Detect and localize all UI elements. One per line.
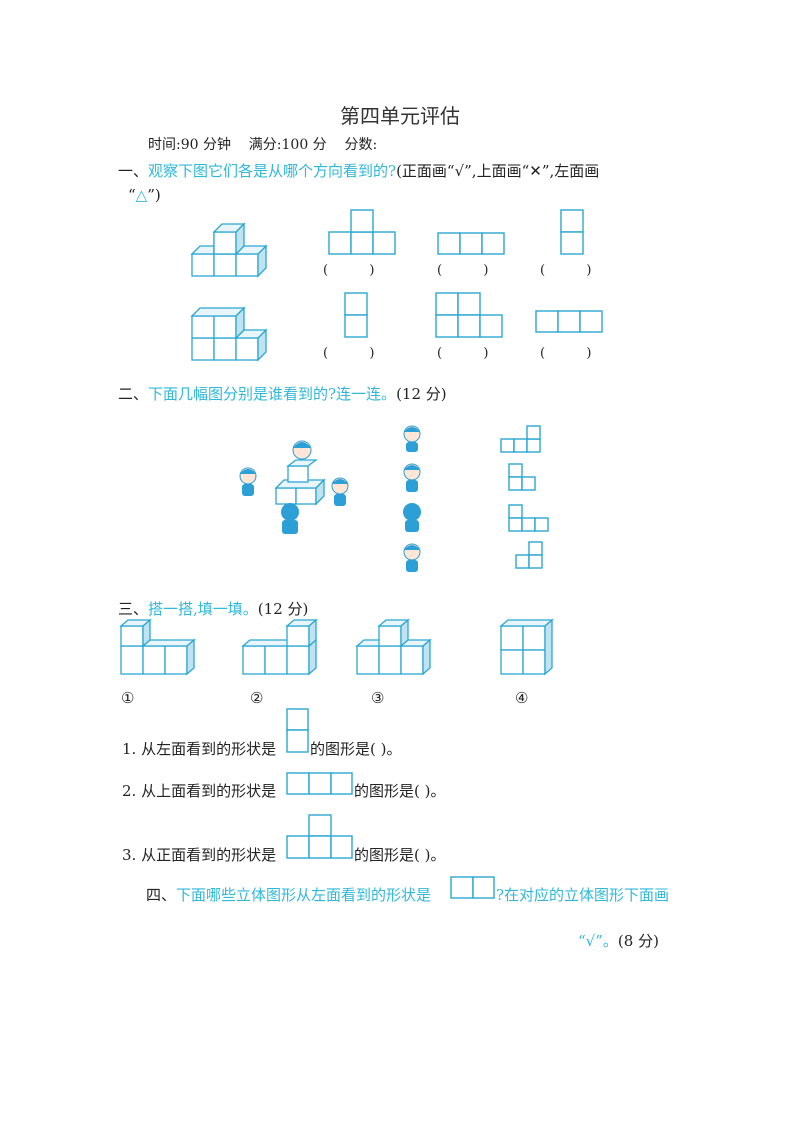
triangle-mark: △	[135, 186, 148, 204]
q1-view-2	[437, 232, 505, 255]
q4-prompt-b: ?在对应的立体图形下面画	[496, 886, 670, 904]
q3-prompt: 搭一搭,填一填。	[148, 600, 258, 618]
figure-label: ②	[250, 689, 264, 707]
q1-figure-a	[190, 222, 268, 278]
q1-instruction: (正面画“√”,上面画“✕”,左面画	[396, 162, 600, 180]
q3-sub1-shape	[286, 708, 309, 753]
q4-score: (8 分)	[617, 932, 659, 950]
q1-view-6	[535, 310, 603, 333]
q1-view-5	[435, 292, 503, 338]
q1-view-1	[328, 209, 396, 255]
q2-view-4	[515, 541, 543, 569]
q1-instruction-line2: “△”)	[128, 186, 161, 204]
q3-sub2-text-a: 2. 从上面看到的形状是	[122, 782, 277, 800]
answer-blank[interactable]: ( )	[323, 346, 375, 361]
q1-heading: 一、观察下图它们各是从哪个方向看到的?(正面画“√”,上面画“✕”,左面画	[118, 160, 599, 181]
figure-label: ③	[371, 689, 385, 707]
answer-blank[interactable]: ( )	[540, 346, 592, 361]
q3-sub1-text-a: 1. 从左面看到的形状是	[122, 740, 277, 758]
q4-prompt-a: 下面哪些立体图形从左面看到的形状是	[176, 886, 432, 904]
q3-score: (12 分)	[257, 600, 309, 618]
q2-child-4	[403, 543, 421, 572]
q1-figure-b	[190, 306, 268, 362]
q2-heading: 二、下面几幅图分别是谁看到的?连一连。(12 分)	[118, 383, 447, 404]
q1-prompt: 观察下图它们各是从哪个方向看到的?	[148, 162, 397, 180]
q2-child-2	[403, 463, 421, 492]
q3-sub3-text-a: 3. 从正面看到的形状是	[122, 846, 277, 864]
q1-number: 一、	[118, 162, 149, 180]
q3-figure-2	[241, 618, 318, 676]
q2-child-1	[403, 425, 421, 452]
q2-number: 二、	[118, 385, 149, 403]
q3-sub2-text-b[interactable]: 的图形是( )。	[354, 782, 446, 800]
q3-heading: 三、搭一搭,填一填。(12 分)	[118, 598, 308, 619]
q3-number: 三、	[118, 600, 149, 618]
answer-blank[interactable]: ( )	[437, 346, 489, 361]
q4-shape	[450, 876, 495, 899]
q3-sub3-shape	[286, 814, 353, 859]
exam-meta: 时间:90 分钟 满分:100 分 分数:	[148, 137, 378, 153]
q3-figure-4	[499, 618, 554, 676]
q2-view-1	[500, 425, 541, 453]
figure-label: ④	[515, 689, 529, 707]
q2-view-3	[508, 504, 549, 532]
page-title: 第四单元评估	[340, 104, 460, 128]
q3-sub1-text-b[interactable]: 的图形是( )。	[310, 740, 402, 758]
q2-scene-illustration	[239, 440, 349, 534]
q3-sub3-text-b[interactable]: 的图形是( )。	[354, 846, 446, 864]
q2-child-3	[403, 503, 421, 532]
q4-number: 四、	[146, 886, 177, 904]
q1-view-3	[560, 209, 584, 255]
q4-heading: 四、下面哪些立体图形从左面看到的形状是	[146, 884, 431, 905]
answer-blank[interactable]: ( )	[323, 263, 375, 278]
q3-figure-1	[119, 618, 196, 676]
q2-score: (12 分)	[396, 385, 447, 403]
q4-checkmark-text: “√”	[578, 932, 603, 950]
q3-sub2-shape	[286, 772, 353, 795]
q2-view-2	[508, 463, 536, 491]
q2-prompt: 下面几幅图分别是谁看到的?连一连。	[148, 385, 397, 403]
q3-figure-3	[355, 618, 432, 676]
q1-view-4	[344, 292, 368, 338]
answer-blank[interactable]: ( )	[437, 263, 489, 278]
answer-blank[interactable]: ( )	[540, 263, 592, 278]
figure-label: ①	[121, 689, 135, 707]
q4-tail: “√”。(8 分)	[578, 932, 659, 950]
